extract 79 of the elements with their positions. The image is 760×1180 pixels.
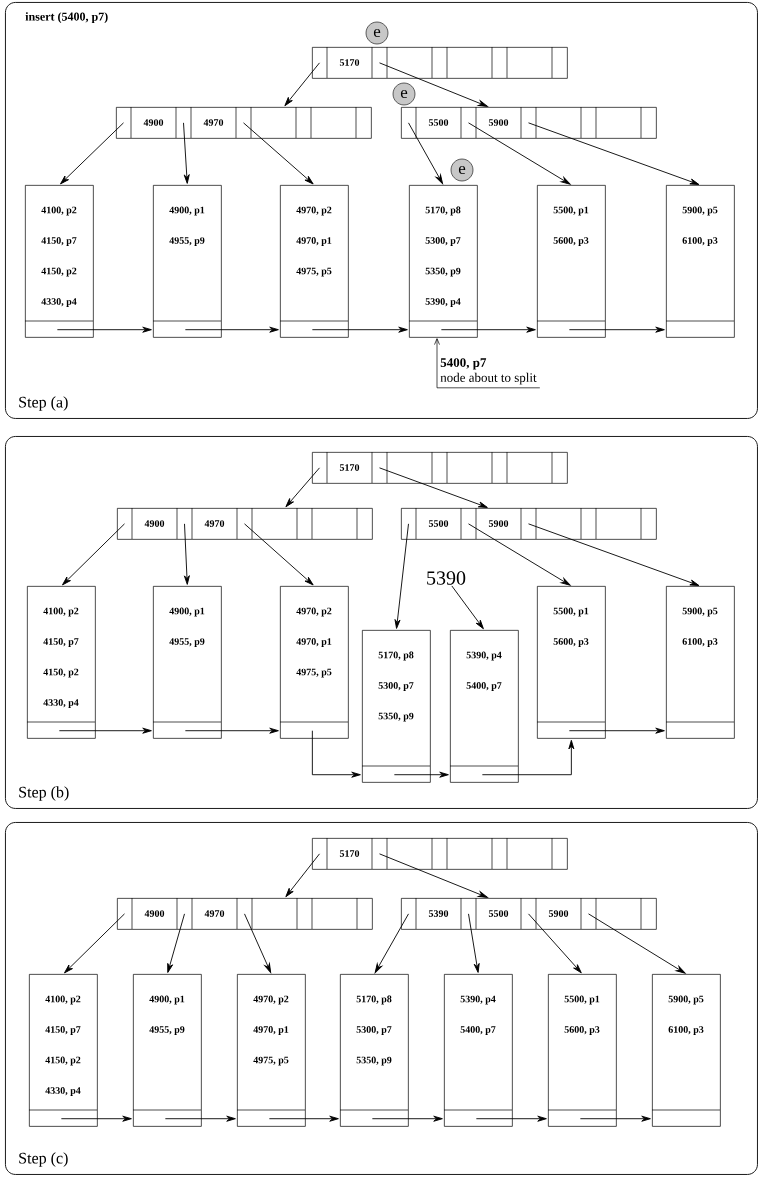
arrow [379,853,488,898]
step-label: Step (c) [19,1152,68,1167]
arrow [284,62,320,107]
step-label: Step (b) [19,786,69,801]
arrow [285,467,320,508]
arrow [481,739,575,776]
step-label: Step (a) [19,396,68,411]
arrow [528,913,582,974]
arrow [393,771,449,778]
annotation-text: 5400, p7 node about to split [440,358,537,385]
leaf-node: 4100, p2 4150, p7 4150, p2 4330, p4 [26,586,96,739]
arrow [268,1115,339,1122]
leaf-node: 4900, p1 4955, p9 [152,586,222,739]
arrow [184,727,279,734]
arrow [451,585,484,630]
arrow [475,1115,547,1122]
leaf-node: 5390, p4 5400, p7 [443,974,513,1127]
arrow [60,122,124,185]
leaf-node: 4900, p1 4955, p9 [132,974,202,1127]
leaf-node: 5900, p5 6100, p3 [665,185,735,338]
internal-node: 5170 [312,451,568,484]
arrow [468,122,571,185]
arrow [167,913,185,973]
pointer-arrow [434,338,541,389]
leaf-node: 4970, p2 4970, p1 4975, p5 [236,974,306,1127]
arrow [568,727,665,734]
arrow [379,467,488,508]
arrow [468,523,571,586]
leaf-node: 4900, p1 4955, p9 [152,185,222,338]
arrow [440,326,536,333]
arrow [183,523,190,585]
arrow [311,730,361,778]
arrow [371,1115,443,1122]
arrow [64,913,125,974]
arrow [183,122,190,184]
arrow [468,913,480,973]
leaf-node: 4970, p2 4970, p1 4975, p5 [279,185,349,338]
arrow [528,122,700,185]
arrow [62,523,125,586]
key-label: 5390 [427,571,466,585]
internal-node: 5390 5500 5900 [401,897,657,930]
leaf-node: 5170, p8 5300, p7 5350, p9 [339,974,409,1127]
arrow [579,1115,651,1122]
leaf-node: 5900, p5 6100, p3 [651,974,721,1127]
leaf-node: 5390, p4 5400, p7 [449,630,519,783]
internal-node: 4900 4970 [117,507,373,540]
arrow [244,913,272,973]
leaf-node: 4100, p2 4150, p7 4150, p2 4330, p4 [28,974,98,1127]
arrow [374,913,409,974]
leaf-node: 5500, p1 5600, p3 [536,185,606,338]
arrow [588,913,686,974]
arrow [568,326,665,333]
leaf-node: 4970, p2 4970, p1 4975, p5 [279,586,349,739]
arrow [408,122,443,185]
arrow [56,326,152,333]
arrow [164,1115,236,1122]
internal-node: 5170 [312,837,568,870]
internal-node: 4900 4970 [116,106,372,139]
arrow [528,523,700,586]
leaf-node: 5170, p8 5300, p7 5350, p9 [361,630,431,783]
leaf-node: 5900, p5 6100, p3 [665,586,735,739]
internal-node: 5170 [312,46,568,79]
arrow [394,523,409,629]
internal-node: 4900 4970 [117,897,373,930]
arrow [58,727,152,734]
arrow [60,1115,132,1122]
leaf-node: 5500, p1 5600, p3 [547,974,617,1127]
leaf-node: 5500, p1 5600, p3 [536,586,606,739]
internal-node: 5500 5900 [401,507,657,540]
arrow [184,326,279,333]
arrow [311,326,408,333]
internal-node: 5500 5900 [401,106,657,139]
operation-label: insert (5400, p7) [25,12,108,24]
arrow [244,523,314,586]
leaf-node: 4100, p2 4150, p7 4150, p2 4330, p4 [24,185,94,338]
arrow [243,122,314,185]
arrow [285,853,320,898]
arrow [379,62,488,107]
leaf-node: 5170, p8 5300, p7 5350, p9 5390, p4 [408,185,478,338]
